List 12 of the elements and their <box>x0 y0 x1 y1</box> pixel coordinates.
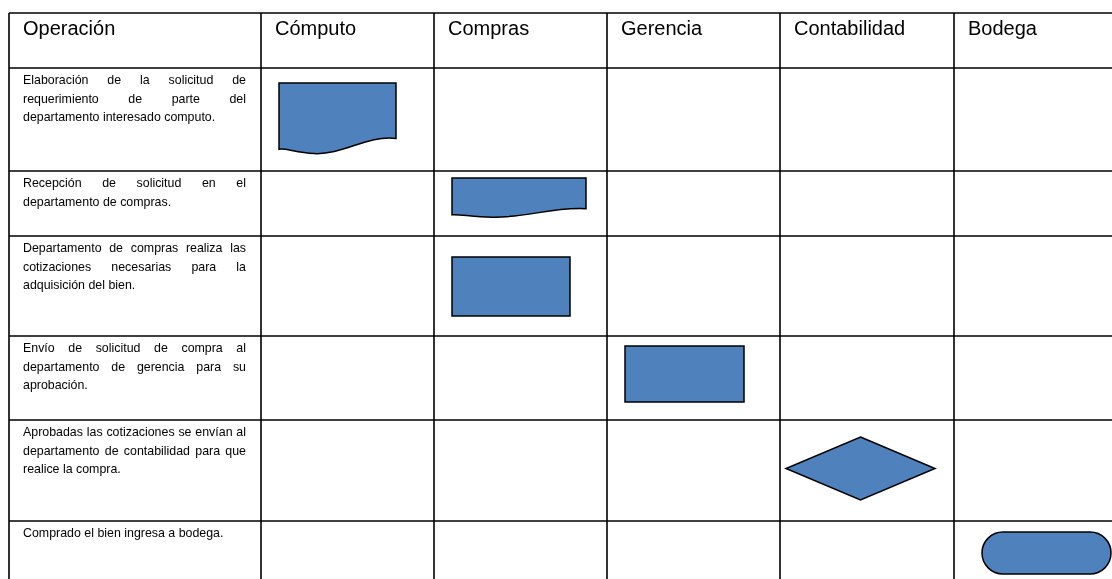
operation-text: Aprobadas las cotizaciones se envían al departamento de contabilidad para que realice la compra. <box>23 424 246 479</box>
operation-text: Comprado el bien ingresa a bodega. <box>23 525 225 542</box>
operation-text: Recepción de solicitud en el departamento de compras. <box>23 175 246 211</box>
column-header: Cómputo <box>275 16 357 40</box>
operation-text: Departamento de compras realiza las cotizaciones necesarias para la adquisición del bien. <box>23 240 246 295</box>
column-header: Gerencia <box>621 16 703 40</box>
column-header: Compras <box>448 16 530 40</box>
column-header: Contabilidad <box>794 16 906 40</box>
operation-text: Elaboración de la solicitud de requerimiento de parte del departamento interesado computo. <box>23 72 246 127</box>
column-header: Bodega <box>968 16 1037 40</box>
column-header: Operación <box>23 16 116 40</box>
operation-text: Envío de solicitud de compra al departamento de gerencia para su aprobación. <box>23 340 246 395</box>
